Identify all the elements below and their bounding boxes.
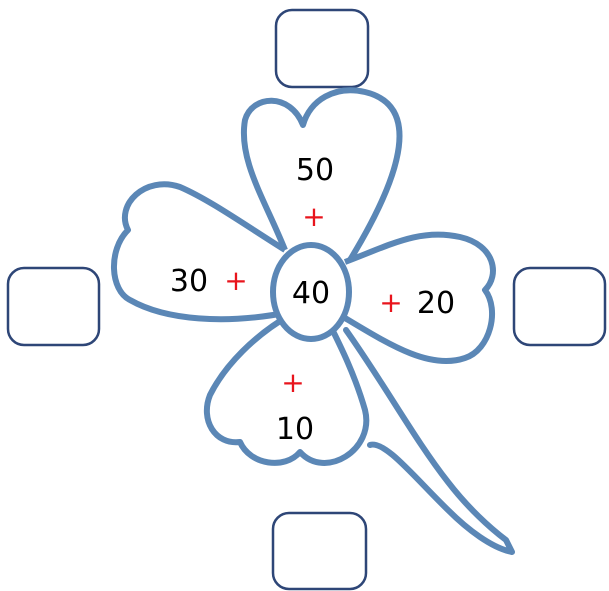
petal-right: [343, 231, 496, 365]
petal-right-value: 20: [417, 286, 455, 321]
petal-bottom-operator: +: [281, 366, 304, 399]
petal-left: [111, 181, 291, 323]
center-value: 40: [292, 276, 330, 311]
petal-right-operator: +: [379, 286, 402, 319]
clover-stem: [343, 327, 515, 555]
petal-top-operator: +: [302, 200, 325, 233]
center-circle: [270, 242, 352, 342]
answer-box-left[interactable]: [6, 266, 101, 347]
petal-top-value: 50: [296, 153, 334, 188]
petal-left-operator: +: [224, 264, 247, 297]
petal-bottom: [203, 312, 370, 466]
petal-bottom-value: 10: [276, 412, 314, 447]
answer-box-top[interactable]: [274, 8, 370, 89]
answer-box-bottom[interactable]: [271, 511, 368, 591]
answer-box-right[interactable]: [512, 266, 607, 347]
petal-left-value: 30: [170, 264, 208, 299]
petal-top: [240, 87, 403, 262]
